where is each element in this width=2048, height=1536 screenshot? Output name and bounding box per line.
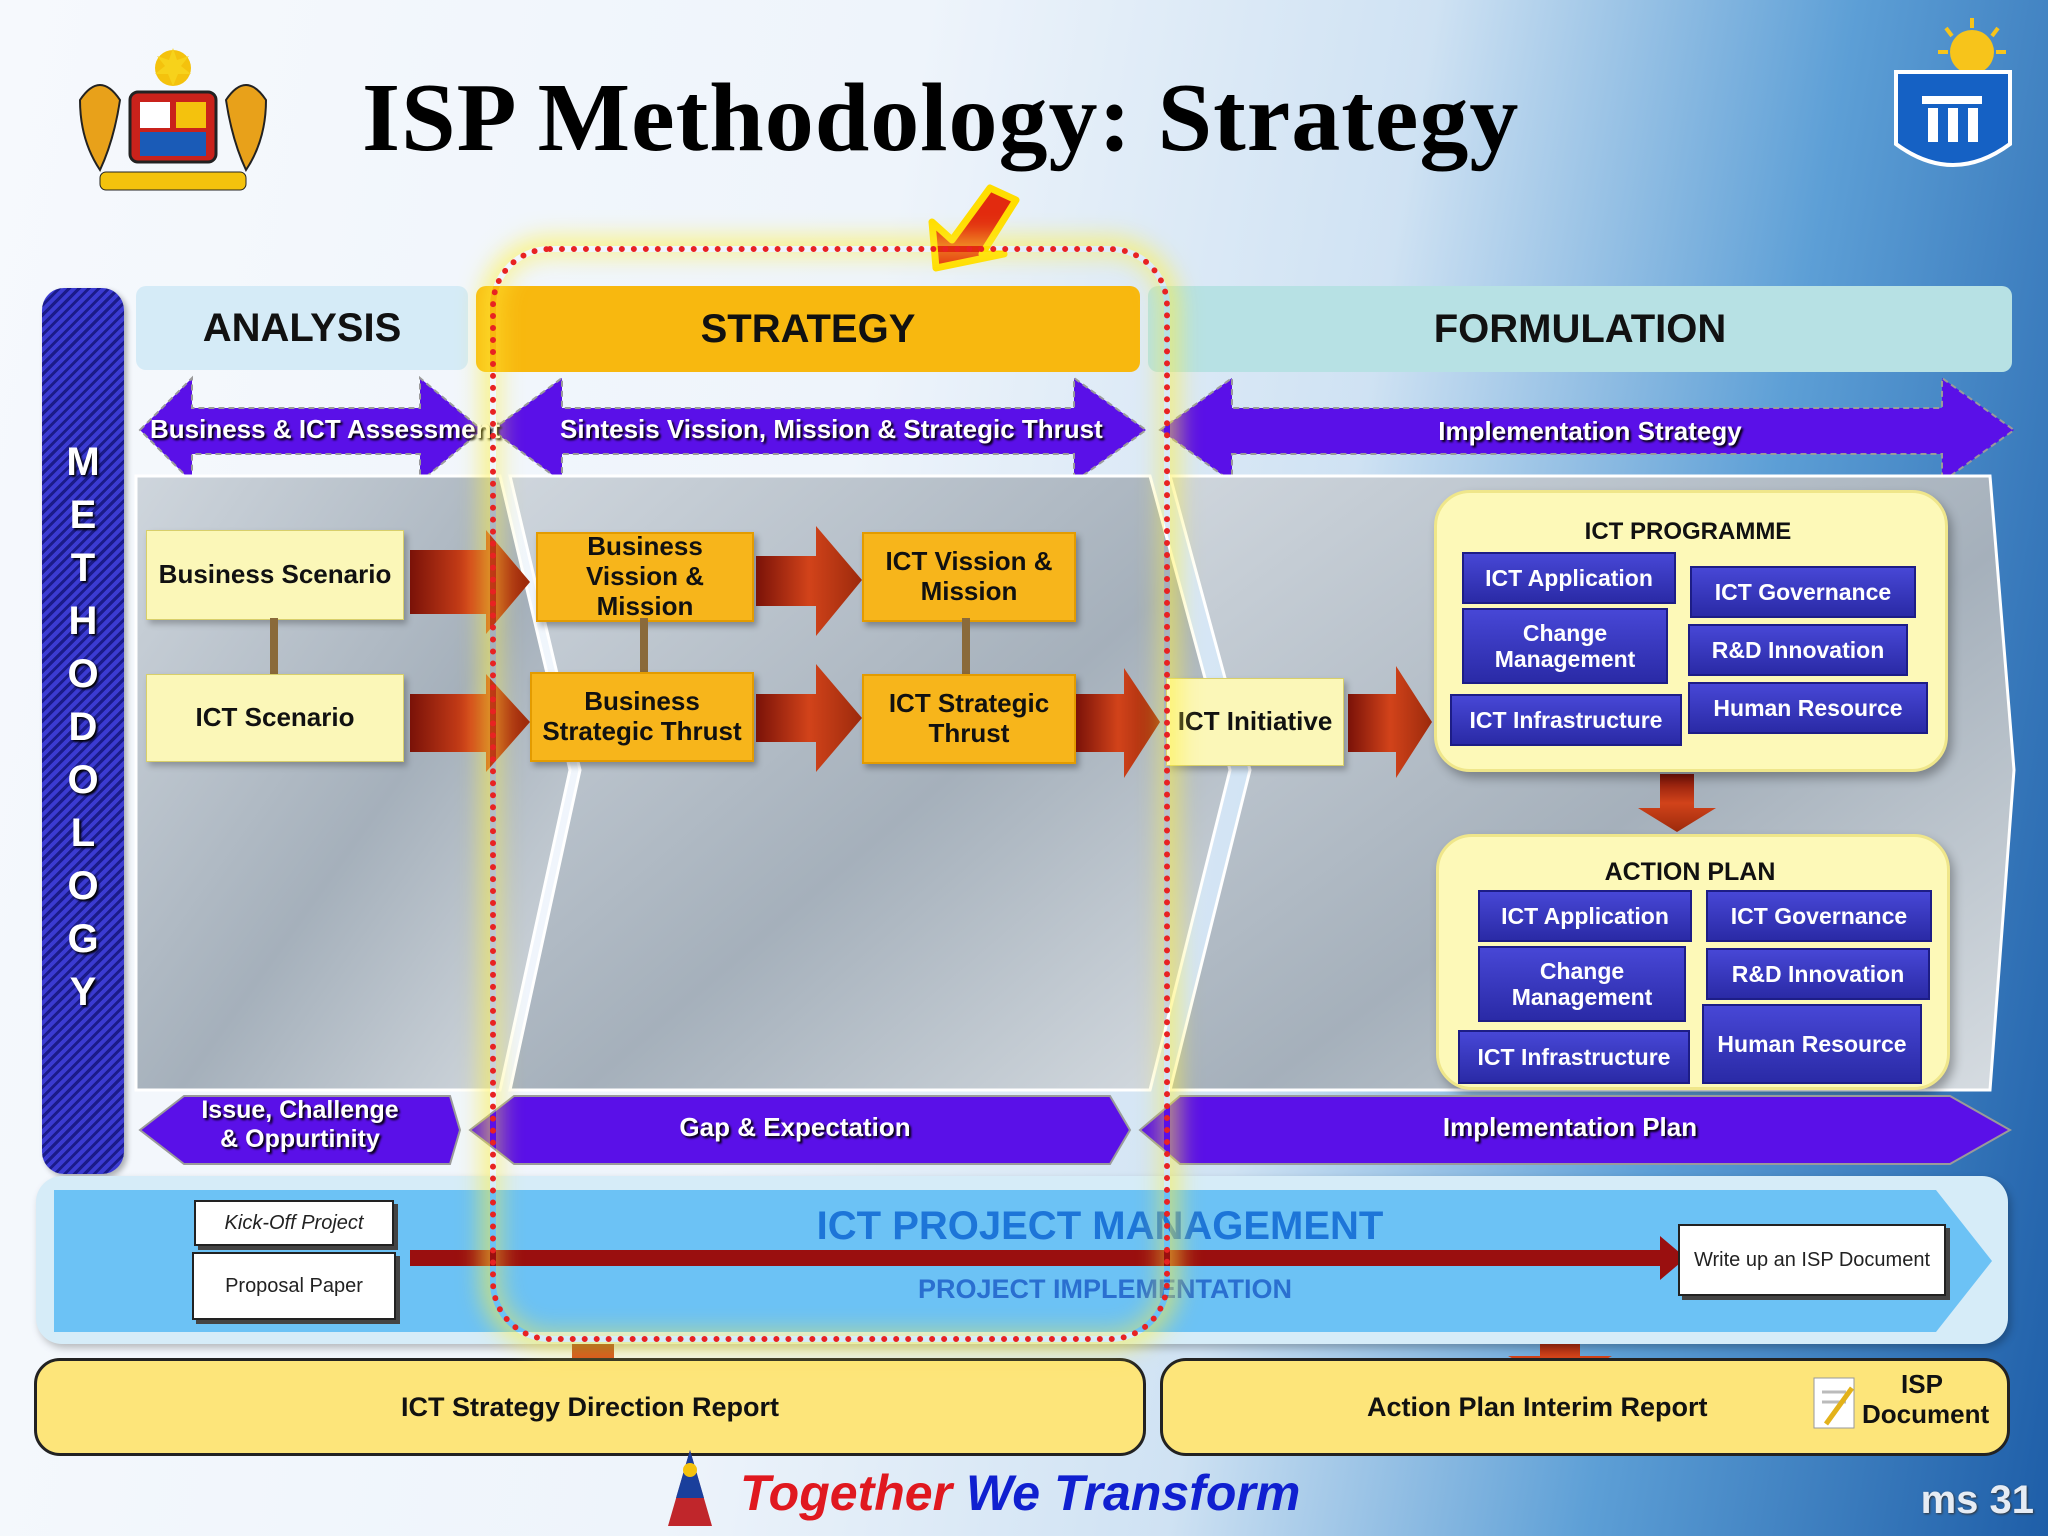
kickoff-box: Kick-Off Project — [194, 1200, 394, 1246]
programme-human-resource: Human Resource — [1688, 682, 1928, 734]
tagline-together: Together — [740, 1465, 953, 1521]
formulation-header: FORMULATION — [1148, 286, 2012, 372]
bottom-arrows — [138, 1095, 2013, 1165]
isp-document-label: ISP Document — [1862, 1369, 1990, 1429]
strategy-highlight — [490, 246, 1170, 1342]
programme-ict-infrastructure: ICT Infrastructure — [1450, 694, 1682, 746]
methodology-letter: O — [67, 758, 99, 802]
document-icon — [1812, 1374, 1860, 1432]
proposal-paper-box: Proposal Paper — [192, 1252, 396, 1320]
action-rd-innovation: R&D Innovation — [1706, 948, 1930, 1000]
tagline-transform: We Transform — [965, 1465, 1301, 1521]
action-ict-governance: ICT Governance — [1706, 890, 1932, 942]
methodology-letter: T — [70, 546, 96, 590]
action-ict-infrastructure: ICT Infrastructure — [1458, 1030, 1690, 1084]
action-report-label: Action Plan Interim Report — [1367, 1391, 1708, 1422]
issue-label: Issue, Challenge & Oppurtinity — [201, 1096, 399, 1153]
business-scenario-box: Business Scenario — [146, 530, 404, 620]
action-plan-title: ACTION PLAN — [1604, 858, 1776, 886]
methodology-letter: O — [67, 652, 99, 696]
connector-line — [270, 618, 278, 674]
ict-vission-box: ICT Vission & Mission — [862, 532, 1076, 622]
arrow-label-sintesis: Sintesis Vission, Mission & Strategic Th… — [560, 414, 1103, 444]
analysis-header: ANALYSIS — [136, 286, 468, 370]
arrow-label-implementation-plan: Implementation Plan — [1442, 1112, 1698, 1142]
programme-change-management: Change Management — [1462, 608, 1668, 684]
top-arrows — [138, 375, 2016, 484]
programme-rd-innovation: R&D Innovation — [1688, 624, 1908, 676]
footer-tagline: Together We Transform — [740, 1464, 1300, 1522]
arrow-label-implementation-strategy: Implementation Strategy — [1438, 416, 1742, 446]
methodology-letter: H — [68, 599, 98, 643]
methodology-letter: G — [67, 917, 99, 961]
methodology-letter: E — [69, 493, 97, 537]
arrow-label-gap: Gap & Expectation — [679, 1112, 911, 1142]
arrow-label-issue: Issue, Challenge & Oppurtinity — [150, 1096, 450, 1154]
business-strategic-thrust-box: Business Strategic Thrust — [530, 672, 754, 762]
methodology-letter: Y — [69, 970, 97, 1014]
page-title: ISP Methodology: Strategy — [362, 64, 1520, 172]
ict-programme-title: ICT PROGRAMME — [1584, 518, 1792, 545]
business-vission-box: Business Vission & Mission — [536, 531, 754, 622]
action-plan-interim-report: Action Plan Interim Report — [1160, 1358, 2010, 1456]
pm-subtitle: PROJECT IMPLEMENTATION — [917, 1274, 1292, 1304]
arrow-label-assessment: Business & ICT Assessment — [150, 414, 501, 444]
connector-line — [962, 618, 970, 674]
action-human-resource: Human Resource — [1702, 1004, 1922, 1084]
programme-ict-application: ICT Application — [1462, 552, 1676, 604]
action-change-management: Change Management — [1478, 946, 1686, 1022]
strategy-direction-report: ICT Strategy Direction Report — [34, 1358, 1146, 1456]
government-crest-logo — [70, 40, 276, 200]
connector-line — [640, 618, 648, 674]
action-ict-application: ICT Application — [1478, 890, 1692, 942]
pm-title: ICT PROJECT MANAGEMENT — [816, 1204, 1384, 1248]
programme-ict-governance: ICT Governance — [1690, 566, 1916, 618]
ict-scenario-box: ICT Scenario — [146, 674, 404, 762]
methodology-letter: O — [67, 864, 99, 908]
footer-flag-icon — [660, 1446, 720, 1530]
ict-strategic-thrust-box: ICT Strategic Thrust — [862, 674, 1076, 764]
page-number: ms 31 — [1920, 1478, 2034, 1522]
methodology-letter: L — [70, 811, 96, 855]
agency-emblem-logo — [1888, 14, 2018, 186]
methodology-letter: D — [68, 705, 98, 749]
ict-initiative-box: ICT Initiative — [1166, 678, 1344, 766]
writeup-box: Write up an ISP Document — [1678, 1224, 1946, 1296]
methodology-letter: M — [66, 440, 100, 484]
strategy-header: STRATEGY — [476, 286, 1140, 372]
